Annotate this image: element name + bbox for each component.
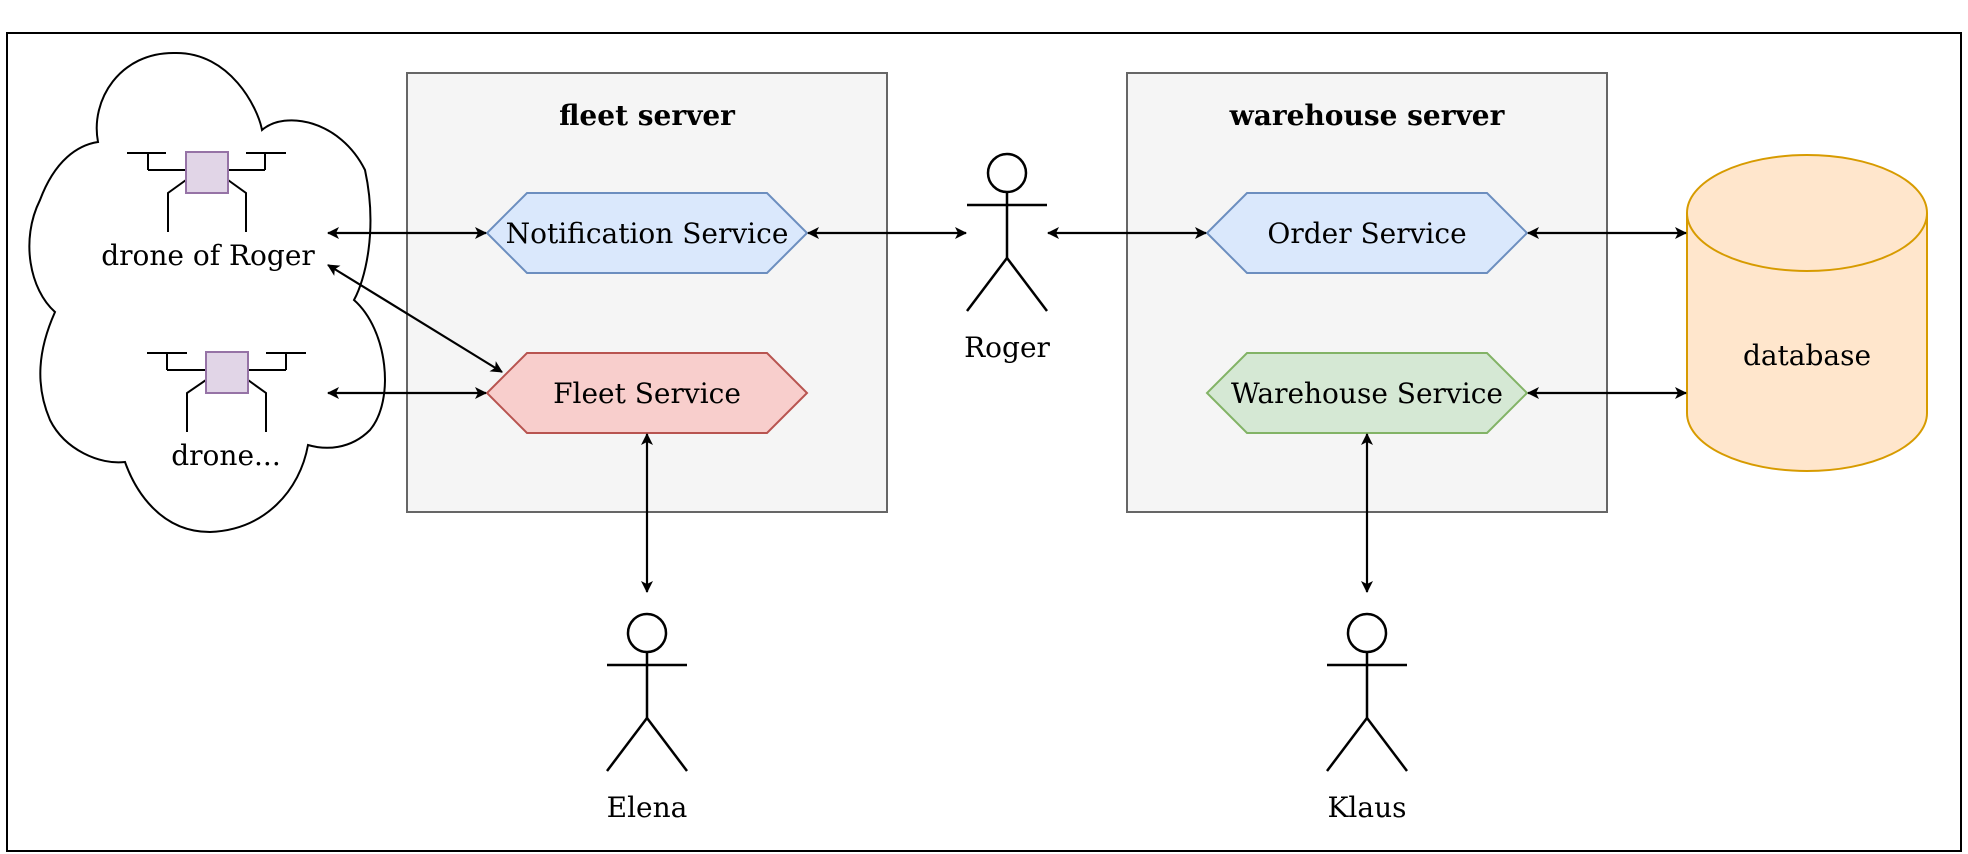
actor-roger-label: Roger	[964, 331, 1050, 364]
warehouse-server-title: warehouse server	[1229, 99, 1506, 132]
fleet-server-title: fleet server	[559, 99, 736, 132]
fleet-service-label: Fleet Service	[553, 377, 741, 410]
warehouse-service-label: Warehouse Service	[1231, 377, 1503, 410]
actor-elena-label: Elena	[607, 791, 688, 824]
actor-head-icon	[986, 152, 1028, 194]
drone-cloud: drone of Roger drone...	[28, 51, 386, 534]
database-label: database	[1743, 339, 1871, 372]
actor-klaus-label: Klaus	[1328, 791, 1407, 824]
actor-head-icon	[626, 612, 668, 654]
order-service-label: Order Service	[1267, 217, 1466, 250]
connections	[327, 227, 1687, 593]
notification-service-node[interactable]	[485, 192, 809, 274]
database-body	[1686, 213, 1928, 472]
actor-roger[interactable]	[966, 152, 1048, 312]
actor-elena[interactable]	[606, 612, 688, 772]
database-node[interactable]: database	[1686, 154, 1928, 472]
drone-other-label: drone...	[171, 439, 280, 472]
drone-icon	[147, 351, 306, 432]
database-top	[1686, 154, 1928, 272]
drone-icon	[127, 151, 286, 232]
actor-klaus[interactable]	[1326, 612, 1408, 772]
fleet-service-node[interactable]	[485, 352, 809, 434]
edge-drone-roger-fleet[interactable]	[327, 264, 503, 373]
notification-service-label: Notification Service	[506, 217, 789, 250]
order-service-node[interactable]	[1205, 192, 1529, 274]
warehouse-service-node[interactable]	[1205, 352, 1529, 434]
cloud-shape	[28, 51, 386, 534]
actor-head-icon	[1346, 612, 1388, 654]
drone-roger-label: drone of Roger	[101, 239, 315, 272]
